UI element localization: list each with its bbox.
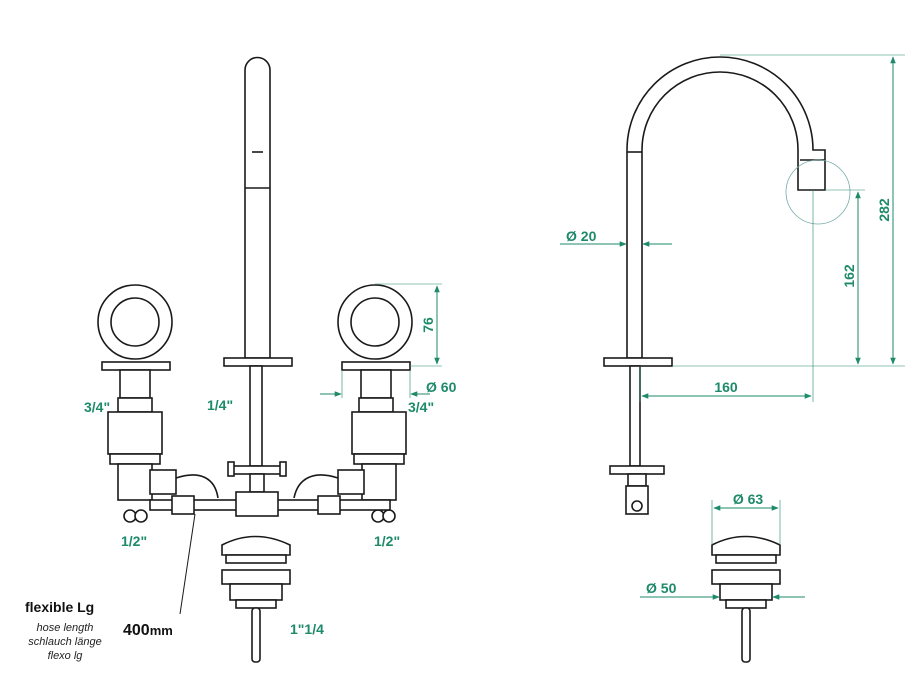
handle-height-label: 76 — [420, 317, 436, 333]
hose-title: flexible Lg — [25, 599, 94, 615]
right-handle — [293, 284, 413, 523]
outlet-height-label: 162 — [841, 264, 857, 288]
drain-side — [711, 535, 781, 663]
side-view: 282 162 Ø 20 160 Ø 63 Ø 50 — [560, 54, 905, 663]
reach-label: 160 — [714, 379, 738, 395]
drain-thread-label: 1"1/4 — [290, 621, 324, 637]
left-inlet-label: 1/2" — [121, 533, 147, 549]
handle-diameter-label: Ø 60 — [426, 379, 457, 395]
front-view: 76 Ø 60 3/4" 1/4" 3/4" 1/2" 1/2" 1"1/4 f… — [25, 56, 457, 663]
hose-length-value: 400 — [123, 622, 150, 639]
hose-line-2: schlauch länge — [28, 636, 101, 648]
hose-line-3: flexo lg — [48, 650, 84, 662]
tube-diameter-label: Ø 20 — [566, 228, 597, 244]
drain-body-diameter-label: Ø 50 — [646, 580, 677, 596]
hose-length: 400mm — [123, 622, 173, 639]
hose-leader-line — [179, 513, 196, 615]
right-inlet-label: 1/2" — [374, 533, 400, 549]
left-handle — [97, 284, 219, 523]
right-handle-thread-label: 3/4" — [408, 399, 434, 415]
outlet-detail-circle — [785, 159, 851, 225]
hose-length-unit: mm — [150, 623, 173, 638]
drain-front — [221, 535, 291, 663]
hose-line-1: hose length — [37, 622, 94, 634]
spout-front — [223, 56, 293, 493]
spout-side — [603, 56, 851, 515]
total-height-label: 282 — [876, 198, 892, 222]
supply-pipe — [149, 491, 391, 517]
spout-thread-label: 1/4" — [207, 397, 233, 413]
left-handle-thread-label: 3/4" — [84, 399, 110, 415]
drain-cap-diameter-label: Ø 63 — [733, 491, 764, 507]
